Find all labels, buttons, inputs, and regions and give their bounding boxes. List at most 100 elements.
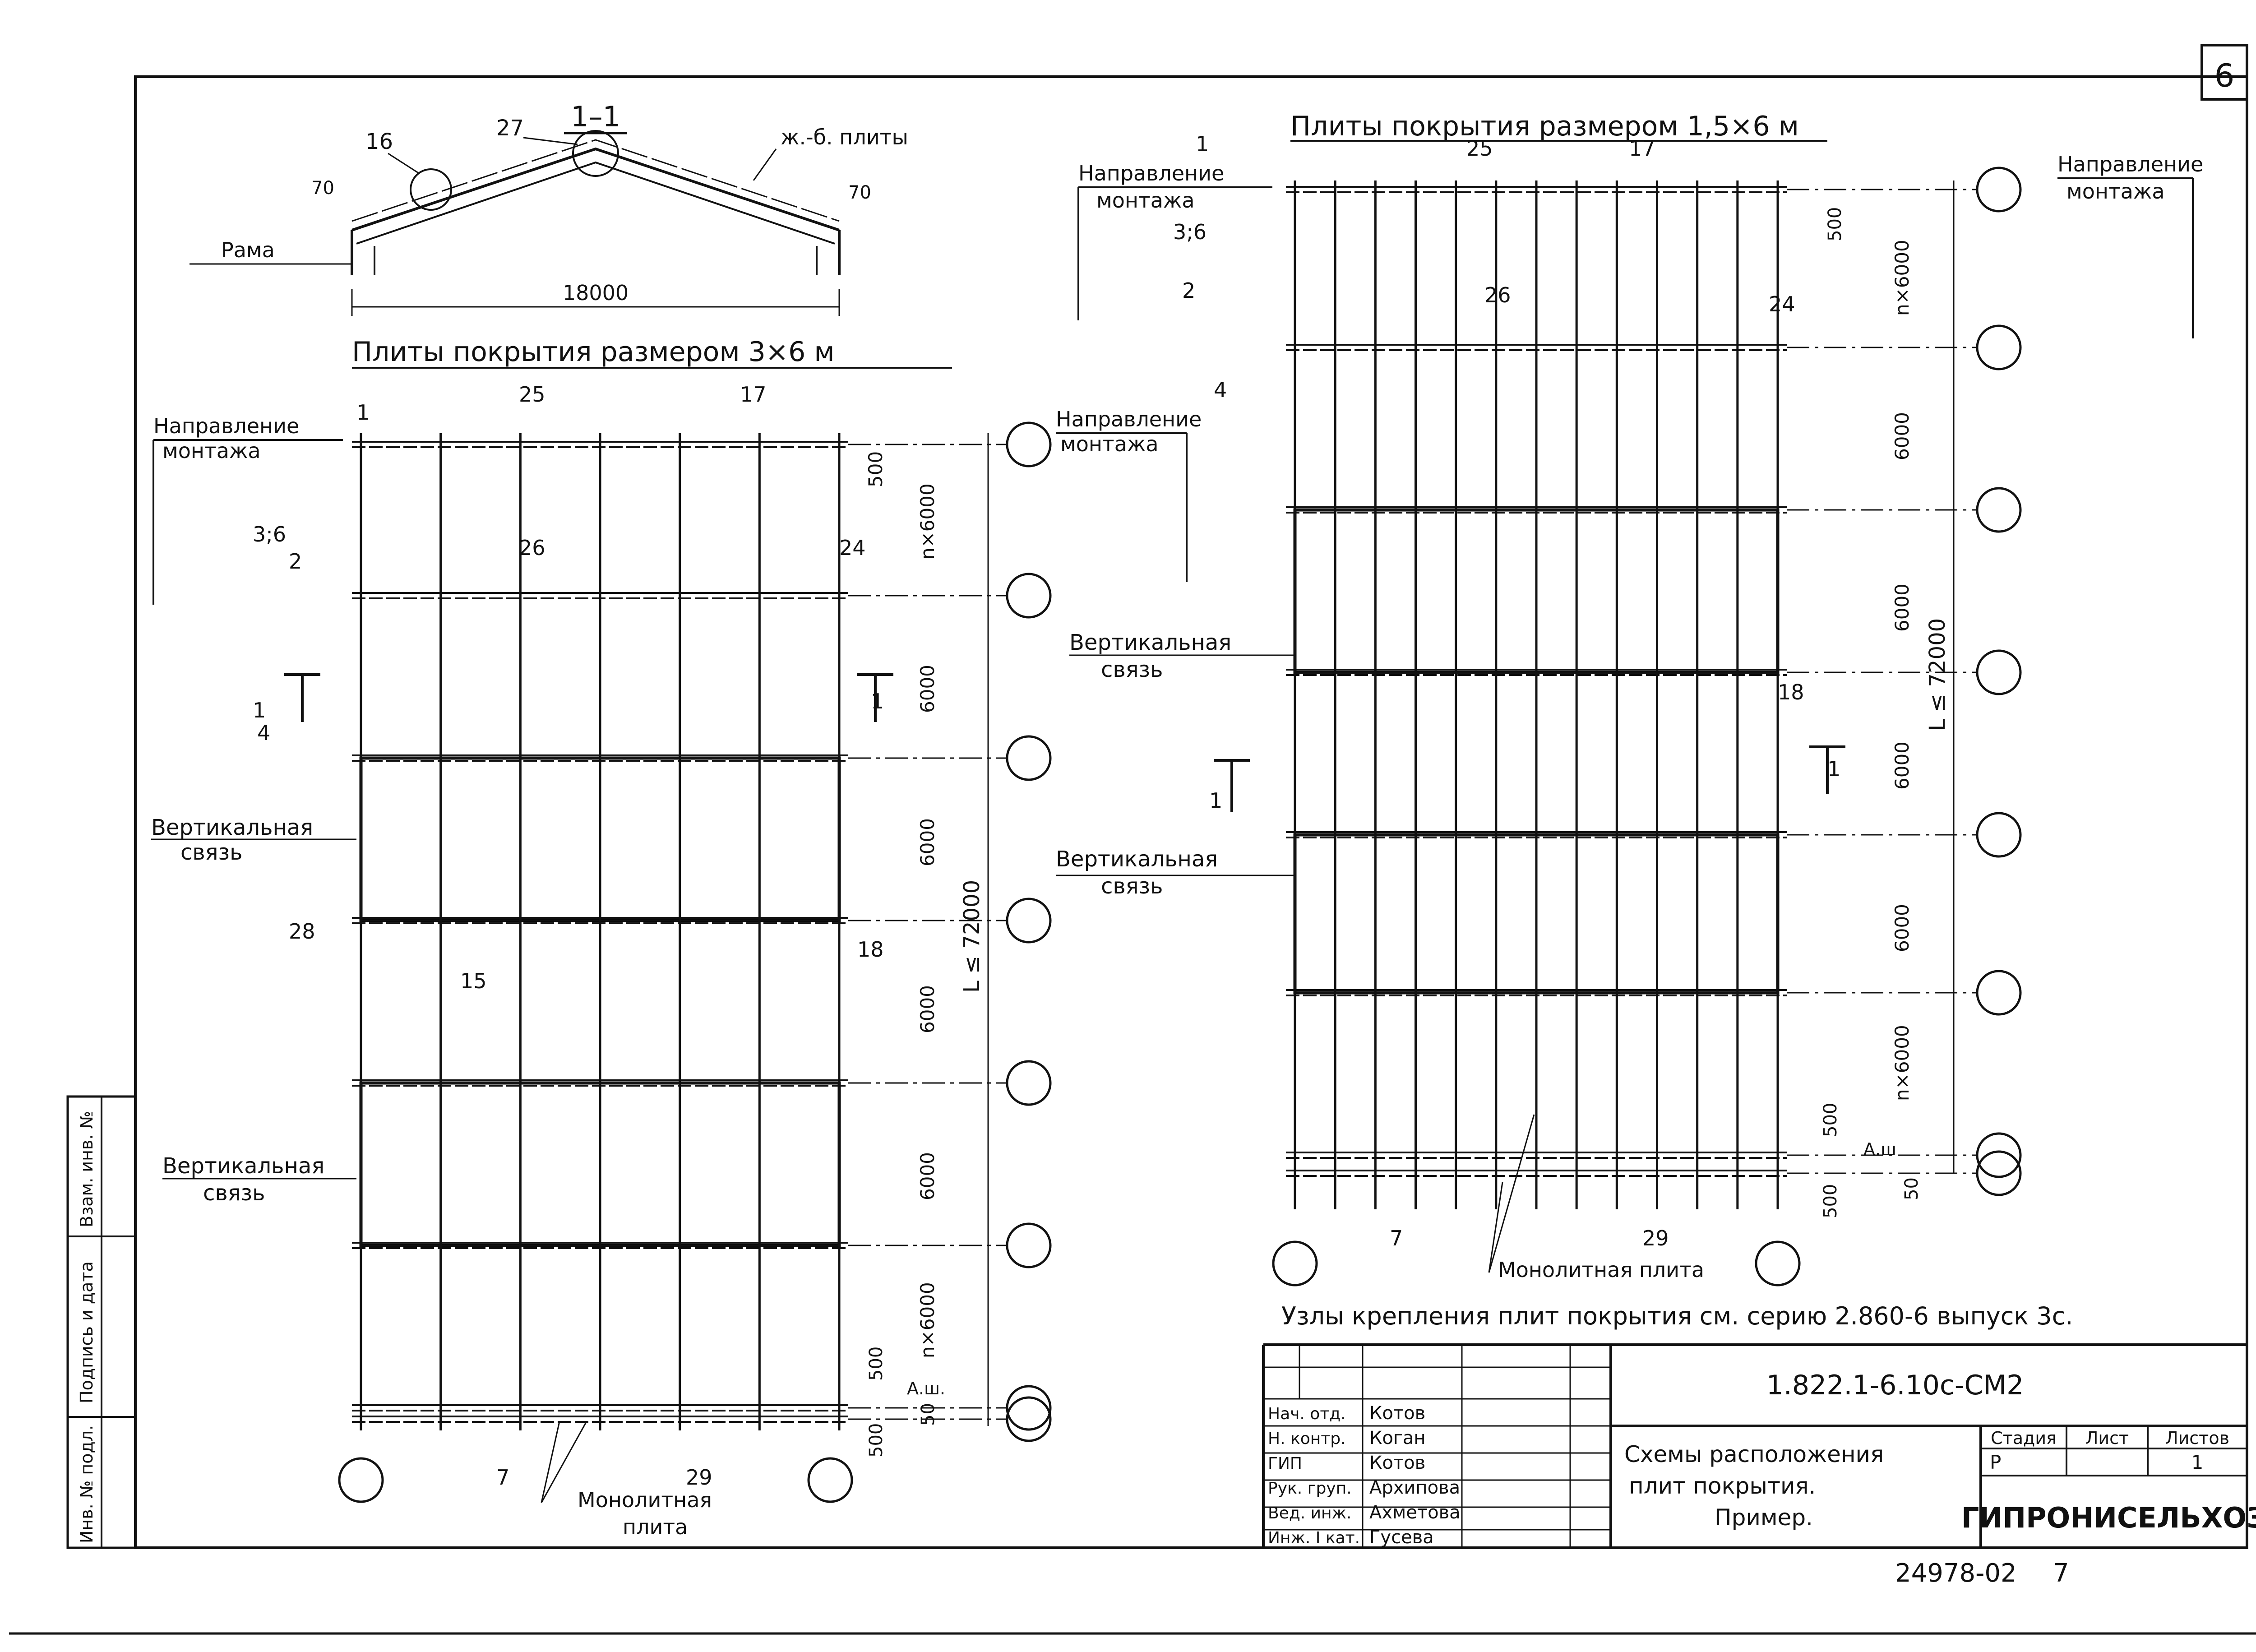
plan-15x6-dir-left-2: монтажа [1096, 188, 1195, 213]
plan-15x6-node-18: 18 [1778, 680, 1804, 704]
plan-3x6-dim-6000d: 6000 [916, 1152, 938, 1200]
title-block: 1.822.1-6.10с-СМ2 Схемы расположения пли… [1262, 1343, 2256, 1548]
stage-header: Стадия [1991, 1428, 2057, 1448]
plan-3x6-section-mark-r: 1 [871, 689, 884, 713]
plan-15x6-dim-500a: 500 [1825, 207, 1845, 241]
plan-15x6-dim-6000a: 6000 [1891, 412, 1913, 460]
vertical-brace-frame [1293, 508, 1780, 674]
plan-3x6-node-17: 17 [740, 382, 767, 407]
section-node-16: 16 [365, 129, 393, 154]
plan-3x6: Плиты покрытия размером 3×6 м Направлени… [151, 336, 1202, 1539]
drawing-title-2: плит покрытия. [1629, 1473, 1816, 1499]
plan-3x6-node-15: 15 [460, 969, 487, 993]
plan-3x6-dim-6000c: 6000 [916, 985, 938, 1033]
column-axis-circle [1272, 1240, 1318, 1286]
vertical-brace-frame [1293, 833, 1780, 995]
plan-15x6-dim-500c: 500 [1820, 1184, 1841, 1218]
plan-15x6-node-29: 29 [1642, 1226, 1669, 1250]
role-name: Котов [1369, 1453, 1425, 1473]
plan-3x6-dim-n6000a: n×6000 [916, 483, 938, 560]
plan-15x6-axis-label: А.ш [1863, 1139, 1896, 1159]
plan-3x6-dir-left-2: монтажа [162, 439, 261, 463]
role-title: Вед. инж. [1268, 1504, 1351, 1522]
footer-code: 24978-02 [1895, 1559, 2017, 1588]
sheets-header: Листов [2165, 1428, 2229, 1448]
plan-3x6-total-length: L ≤ 72000 [959, 880, 985, 993]
role-name: Ахметова [1369, 1502, 1461, 1523]
plan-3x6-brace-2a: Вертикальная [162, 1153, 324, 1179]
role-title: Рук. груп. [1268, 1479, 1352, 1498]
plan-3x6-dim-6000a: 6000 [916, 665, 938, 713]
plan-15x6-node-24: 24 [1769, 292, 1795, 316]
plan-15x6-dim-6000d: 6000 [1891, 904, 1913, 952]
plan-3x6-dir-left-1: Направление [153, 414, 299, 438]
plan-15x6-brace-2b: связь [1101, 874, 1163, 899]
plan-15x6-total-length: L ≤ 72000 [1925, 618, 1950, 731]
plan-15x6-brace-1a: Вертикальная [1069, 630, 1231, 655]
plan-3x6-dir-right-1: Направление [1056, 407, 1202, 431]
stamp-inv-podl: Инв. № подл. [77, 1425, 97, 1543]
section-dim-right: 70 [848, 182, 871, 203]
plan-15x6-section-mark-r: 1 [1827, 757, 1840, 781]
plan-3x6-brace-1a: Вертикальная [151, 815, 313, 840]
column-axis-circle [807, 1457, 853, 1503]
section-plates-label: ж.-б. плиты [781, 125, 908, 149]
plan-15x6-node-17: 17 [1629, 136, 1655, 161]
plan-3x6-mono-1: Монолитная [578, 1488, 712, 1512]
plan-15x6-dir-right-2: монтажа [2066, 179, 2165, 204]
plan-15x6-node-7: 7 [1390, 1226, 1403, 1250]
drawing-title-3: Пример. [1715, 1504, 1813, 1531]
sheet-header: Лист [2085, 1428, 2129, 1448]
role-title: ГИП [1268, 1454, 1302, 1473]
column-axis-circle [1755, 1240, 1801, 1286]
plan-3x6-dim-500b: 500 [866, 1347, 887, 1381]
plan-15x6-dim-6000b: 6000 [1891, 583, 1913, 632]
plan-3x6-dir-right-2: монтажа [1060, 432, 1159, 456]
plan-15x6-dim-n6000a: n×6000 [1891, 240, 1913, 316]
column-axis-circle [338, 1457, 384, 1503]
section-span: 18000 [563, 281, 629, 305]
role-title: Н. контр. [1268, 1430, 1346, 1448]
plan-3x6-node-3-6: 3;6 [253, 522, 286, 546]
section-frame-label: Рама [221, 238, 275, 262]
drawing-title-1: Схемы расположения [1624, 1441, 1884, 1467]
plan-15x6-title: Плиты покрытия размером 1,5×6 м [1290, 111, 1799, 142]
plan-3x6-node-18: 18 [857, 937, 884, 962]
fastening-note: Узлы крепления плит покрытия см. серию 2… [1281, 1302, 2073, 1330]
plan-15x6-node-1: 1 [1196, 132, 1209, 156]
plan-3x6-mono-2: плита [623, 1515, 688, 1539]
stamp-vzam-inv: Взам. инв. № [77, 1111, 97, 1227]
plan-15x6-dim-50: 50 [1901, 1177, 1922, 1200]
vertical-brace-frame [359, 756, 841, 922]
plan-15x6-dir-right-1: Направление [2057, 152, 2203, 176]
plan-15x6-grid [1272, 167, 2022, 1286]
role-title: Инж. I кат. [1268, 1529, 1360, 1547]
doc-code: 1.822.1-6.10с-СМ2 [1766, 1370, 2024, 1401]
plan-3x6-node-24: 24 [839, 536, 866, 560]
role-title: Нач. отд. [1268, 1405, 1346, 1423]
plan-3x6-node-26: 26 [519, 536, 546, 560]
plan-3x6-dim-50: 50 [918, 1403, 938, 1426]
plan-3x6-dim-500a: 500 [864, 451, 887, 487]
section-title: 1–1 [571, 100, 620, 133]
sheets-value: 1 [2191, 1451, 2204, 1473]
plan-3x6-node-25: 25 [519, 382, 546, 407]
footer-page: 7 [2053, 1559, 2069, 1588]
section-dim-left: 70 [311, 178, 334, 199]
role-name: Коган [1369, 1428, 1426, 1448]
plan-15x6-dim-n6000b: n×6000 [1891, 1025, 1913, 1101]
plan-3x6-node-7: 7 [496, 1465, 509, 1490]
stamp-podpis-data: Подпись и дата [77, 1261, 97, 1403]
plan-3x6-node-28: 28 [289, 919, 315, 944]
plan-15x6-brace-1b: связь [1101, 657, 1163, 682]
plan-3x6-dim-6000b: 6000 [916, 818, 938, 866]
plan-15x6-node-26: 26 [1484, 283, 1511, 307]
plan-3x6-dim-n6000b: n×6000 [916, 1282, 938, 1358]
plan-3x6-section-mark-l: 1 [253, 698, 266, 722]
plan-15x6-node-25: 25 [1466, 136, 1493, 161]
sheet-number-box [2201, 44, 2248, 101]
plan-15x6-dir-left-1: Направление [1078, 161, 1224, 185]
section-1-1: 1–1 16 27 ж.-б. плиты Рама 70 70 18000 [190, 100, 908, 316]
plan-15x6-node-4: 4 [1214, 378, 1227, 402]
